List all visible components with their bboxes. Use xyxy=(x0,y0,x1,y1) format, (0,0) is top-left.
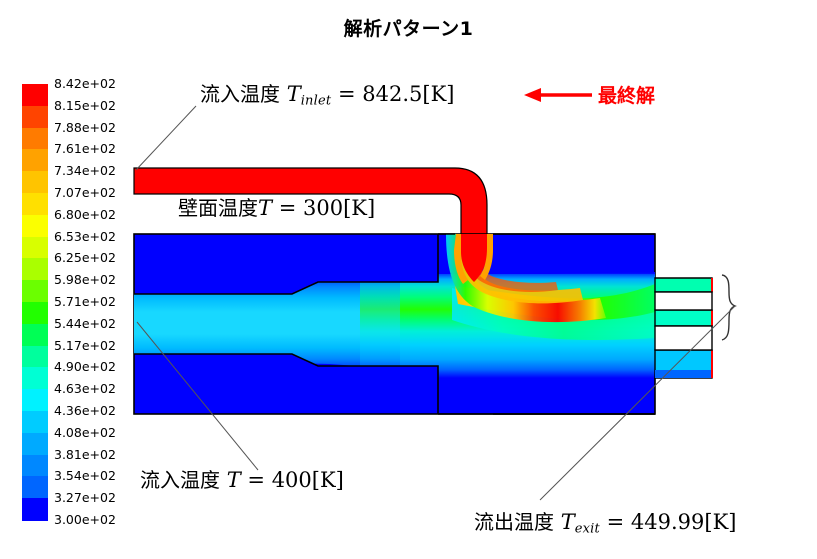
colorbar-tick-4: 7.34e+02 xyxy=(54,163,116,179)
colorbar-tick-7: 6.53e+02 xyxy=(54,228,116,244)
annotation-inlet-bottom-symbol: T xyxy=(226,468,241,492)
leader-lines xyxy=(135,105,736,501)
colorbar-band-15 xyxy=(22,411,48,434)
colorbar-band-5 xyxy=(22,193,48,216)
annotation-inlet-bottom-label: 流入温度 xyxy=(140,468,220,492)
thermal-plume-region xyxy=(446,234,655,340)
colorbar-tick-18: 3.54e+02 xyxy=(54,468,116,484)
annotation-wall-label: 壁面温度 xyxy=(178,196,258,220)
duct-wall-outline xyxy=(134,233,655,415)
annotation-final-solution: 最終解 xyxy=(598,85,656,107)
colorbar-band-17 xyxy=(22,454,48,477)
colorbar-tick-11: 5.44e+02 xyxy=(54,315,116,331)
annotation-inlet-bottom-equals: = xyxy=(247,468,265,492)
colorbar-tick-2: 7.88e+02 xyxy=(54,119,116,135)
colorbar-tick-6: 6.80e+02 xyxy=(54,206,116,222)
colorbar-tick-labels: 8.42e+02 8.15e+02 7.88e+02 7.61e+02 7.34e+02… xyxy=(54,77,134,526)
annotation-exit-symbol: T xyxy=(560,510,575,534)
colorbar-band-4 xyxy=(22,171,48,194)
colorbar-tick-20: 3.00e+02 xyxy=(54,512,116,527)
colorbar-band-8 xyxy=(22,258,48,281)
colorbar-band-6 xyxy=(22,214,48,238)
annotation-inlet-bottom-temperature: 流入温度 T = 400[K] xyxy=(140,464,344,493)
annotation-exit-label: 流出温度 xyxy=(474,510,554,534)
colorbar-band-13 xyxy=(22,367,48,390)
colorbar-band-2 xyxy=(22,127,48,150)
annotation-inlet-label: 流入温度 xyxy=(200,82,280,106)
page-title: 解析パターン1 xyxy=(343,18,474,40)
colorbar-band-19 xyxy=(22,498,48,521)
annotation-exit-subscript: exit xyxy=(574,521,600,537)
colorbar-tick-3: 7.61e+02 xyxy=(54,141,116,157)
colorbar-tick-14: 4.63e+02 xyxy=(54,381,116,397)
jet-entry-column xyxy=(454,234,493,284)
left-arrow-icon xyxy=(524,88,592,102)
colorbar-band-0 xyxy=(22,84,48,107)
outlet-group-brace xyxy=(721,274,737,341)
duct-fluid-region xyxy=(134,272,655,378)
annotation-inlet-bottom-unit: [K] xyxy=(311,468,344,492)
annotation-wall-equals: = xyxy=(278,196,297,220)
colorbar-band-9 xyxy=(22,280,48,303)
annotation-inlet-bottom-value: 400 xyxy=(271,468,312,492)
colorbar-tick-8: 6.25e+02 xyxy=(54,250,116,266)
leader-exit xyxy=(539,305,736,501)
solid-domain xyxy=(133,233,656,415)
colorbar-band-18 xyxy=(22,476,48,499)
outlet-channels xyxy=(654,277,713,379)
colorbar-tick-15: 4.36e+02 xyxy=(54,403,116,418)
annotation-inlet-temperature: 流入温度 Tinlet = 842.5[K] xyxy=(200,78,455,109)
colorbar-tick-1: 8.15e+02 xyxy=(54,97,116,113)
colorbar-tick-0: 8.42e+02 xyxy=(54,76,116,91)
annotation-exit-temperature: 流出温度 Texit = 449.99[K] xyxy=(474,506,736,537)
annotation-exit-equals: = xyxy=(606,510,625,534)
colorbar-tick-19: 3.27e+02 xyxy=(54,490,116,506)
temperature-colorbar: 8.42e+02 8.15e+02 7.88e+02 7.61e+02 7.34e+02… xyxy=(22,77,122,526)
annotation-wall-value: 300 xyxy=(303,196,344,220)
colorbar-band-1 xyxy=(22,105,48,129)
colorbar-swatches xyxy=(22,84,48,521)
colorbar-tick-10: 5.71e+02 xyxy=(54,294,116,309)
colorbar-band-12 xyxy=(22,345,48,368)
colorbar-band-7 xyxy=(22,236,48,259)
annotation-inlet-unit: [K] xyxy=(422,82,455,106)
colorbar-tick-5: 7.07e+02 xyxy=(54,185,116,200)
annotation-inlet-subscript: inlet xyxy=(300,93,332,109)
annotation-exit-unit: [K] xyxy=(704,510,737,534)
annotation-inlet-equals: = xyxy=(338,82,356,106)
leader-inlet-top xyxy=(135,105,197,171)
annotation-exit-value: 449.99 xyxy=(630,510,705,534)
colorbar-band-16 xyxy=(22,432,48,456)
annotation-wall-unit: [K] xyxy=(343,196,376,220)
annotation-inlet-symbol: T xyxy=(286,82,301,106)
colorbar-band-14 xyxy=(22,389,48,412)
annotation-wall-symbol: T xyxy=(258,196,273,220)
colorbar-band-11 xyxy=(22,323,48,347)
annotation-wall-temperature: 壁面温度T = 300[K] xyxy=(178,192,375,221)
leader-inlet-bottom xyxy=(136,321,259,471)
colorbar-band-3 xyxy=(22,149,48,172)
annotation-inlet-value: 842.5 xyxy=(362,82,423,106)
colorbar-band-10 xyxy=(22,302,48,325)
colorbar-tick-17: 3.81e+02 xyxy=(54,446,116,462)
colorbar-tick-9: 5.98e+02 xyxy=(54,272,116,288)
colorbar-tick-12: 5.17e+02 xyxy=(54,337,116,353)
colorbar-tick-16: 4.08e+02 xyxy=(54,424,116,440)
colorbar-tick-13: 4.90e+02 xyxy=(54,359,116,375)
